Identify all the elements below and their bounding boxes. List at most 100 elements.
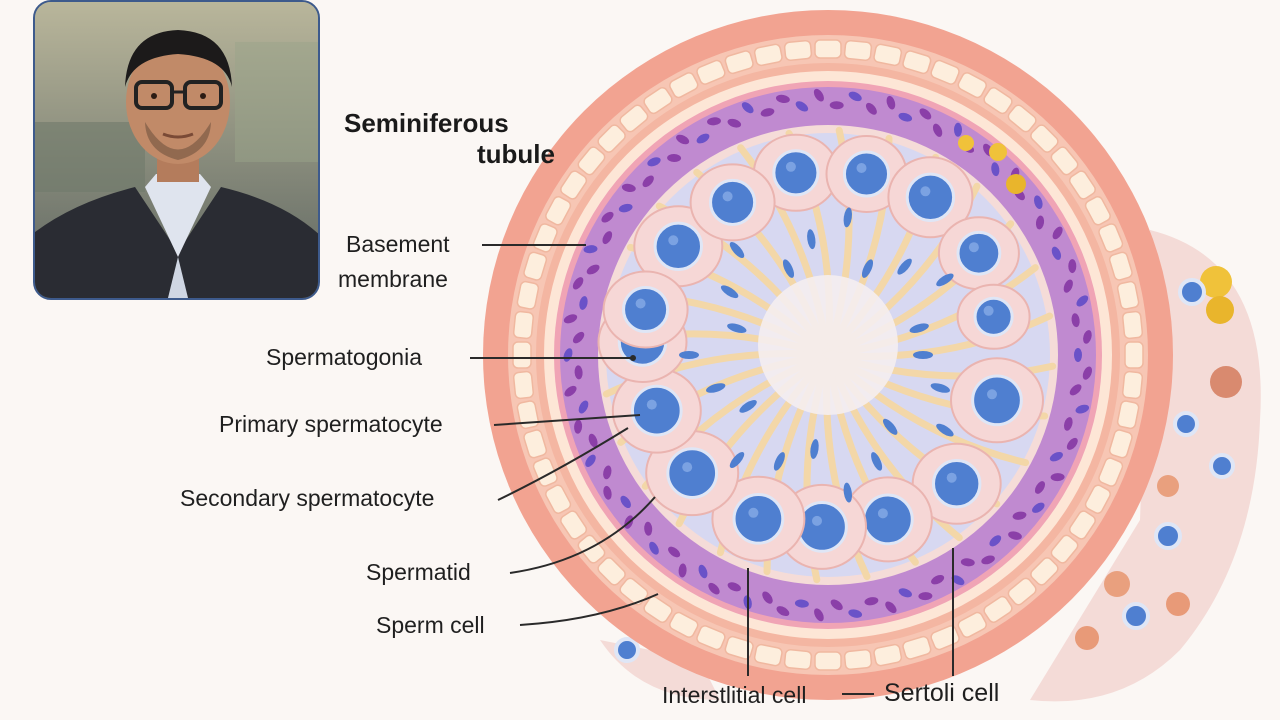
sperm-head: [706, 383, 726, 393]
connective-cell: [1030, 557, 1059, 586]
connective-cell: [753, 643, 783, 667]
connective-cell: [1124, 341, 1144, 369]
spermatogonium: [848, 91, 862, 102]
connective-cell: [1098, 223, 1124, 253]
connective-cell: [957, 72, 987, 99]
spermatogonium: [707, 117, 721, 126]
sperm-head: [727, 323, 747, 333]
connective-cell: [1098, 457, 1124, 487]
spermatid-leader: [509, 496, 656, 574]
spermatogonium: [1075, 404, 1090, 414]
spermatogonium: [727, 582, 741, 592]
spermatogonium: [1049, 451, 1063, 462]
spermatogonium: [989, 535, 1002, 547]
spermatocyte: [602, 270, 689, 349]
spermatogonium: [574, 365, 583, 380]
connective-cell: [669, 72, 699, 99]
connective-cell: [930, 59, 960, 85]
sperm-head: [782, 259, 795, 278]
connective-cell: [516, 280, 540, 310]
spermatocyte: [937, 216, 1020, 291]
spermatogonium: [1033, 195, 1043, 210]
spermatocyte: [950, 357, 1044, 444]
connective-cell: [545, 196, 572, 226]
spermatogonium: [1012, 511, 1027, 520]
spermatogonium: [601, 211, 614, 223]
connective-cell: [696, 59, 726, 85]
spermatogonium: [667, 153, 682, 163]
spermatogonium: [1052, 226, 1063, 240]
connective-cell: [1084, 196, 1111, 226]
sperm-head: [773, 452, 785, 471]
spermatogonium: [708, 582, 720, 595]
spermatogonium: [762, 591, 773, 604]
tubule-lumen: [758, 275, 898, 415]
sperm-head: [807, 229, 816, 250]
sperm-head: [810, 439, 819, 459]
spermatocyte: [887, 156, 974, 239]
spermatogonium: [1083, 330, 1092, 344]
spermatogonium: [991, 162, 1000, 177]
spermatogonium: [583, 245, 598, 254]
sperm-head: [936, 423, 954, 437]
spermatogonium: [649, 541, 659, 555]
spermatogonium: [1063, 417, 1073, 431]
sperm-head: [909, 323, 929, 333]
spermatogonium: [919, 108, 932, 120]
connective-cell: [1108, 429, 1133, 459]
label-sertoli-cell: Sertoli cell: [884, 679, 1000, 707]
sperm-head: [679, 351, 699, 359]
sperm-head: [729, 242, 745, 258]
connective-cell: [577, 146, 606, 176]
sperm-head: [930, 383, 950, 393]
connective-cell: [1122, 310, 1144, 340]
label-lines: [470, 244, 954, 695]
label-membrane: membrane: [338, 266, 448, 292]
connective-cell: [753, 43, 783, 67]
connective-cell: [873, 643, 903, 667]
spermatogonium: [1069, 384, 1082, 396]
connective-cell: [1068, 510, 1096, 540]
label-secondary-spermatocyte: Secondary spermatocyte: [180, 485, 435, 511]
connective-cell: [512, 310, 534, 340]
spermatocyte: [825, 135, 908, 213]
spermatocyte: [752, 133, 839, 212]
connective-cell: [783, 649, 813, 671]
spermatogonium: [760, 108, 775, 117]
spermatogonium: [620, 495, 631, 509]
connective-cell: [1116, 280, 1140, 310]
spermatogonium: [585, 454, 596, 467]
connective-cell: [814, 39, 842, 59]
spermatogonium: [775, 94, 790, 104]
spermatogonium: [678, 563, 687, 578]
title-line-2: tubule: [477, 139, 555, 170]
presenter-photo: [33, 0, 320, 300]
spermatogonium: [830, 599, 843, 611]
spermatocyte: [956, 283, 1031, 350]
connective-cell: [1007, 104, 1037, 133]
spermatogonium: [1008, 531, 1022, 540]
connective-cell: [512, 370, 534, 400]
spermatogonium: [898, 588, 912, 598]
spermatogonium: [564, 385, 577, 397]
spermatogonium: [898, 112, 913, 122]
spermatogonium: [696, 133, 710, 144]
spermatogonium: [676, 134, 690, 145]
spermatogonium: [776, 606, 790, 617]
spermatocyte: [711, 475, 806, 562]
spermatogonium: [1035, 215, 1045, 230]
primary-spermatocyte-leader: [493, 414, 641, 426]
spermatocyte: [689, 163, 776, 242]
spermatogonium: [572, 277, 584, 290]
spermatogonium: [586, 264, 600, 275]
label-spermatid: Spermatid: [366, 559, 471, 585]
spermatogonium: [1082, 366, 1093, 380]
label-primary-spermatocyte: Primary spermatocyte: [219, 411, 443, 437]
sperm-head: [843, 482, 853, 503]
spermatogonium: [794, 599, 809, 608]
sperm-head: [739, 400, 757, 413]
connective-cell: [1050, 146, 1079, 176]
spermatogonium: [618, 203, 633, 213]
spermatogonium: [931, 574, 945, 585]
